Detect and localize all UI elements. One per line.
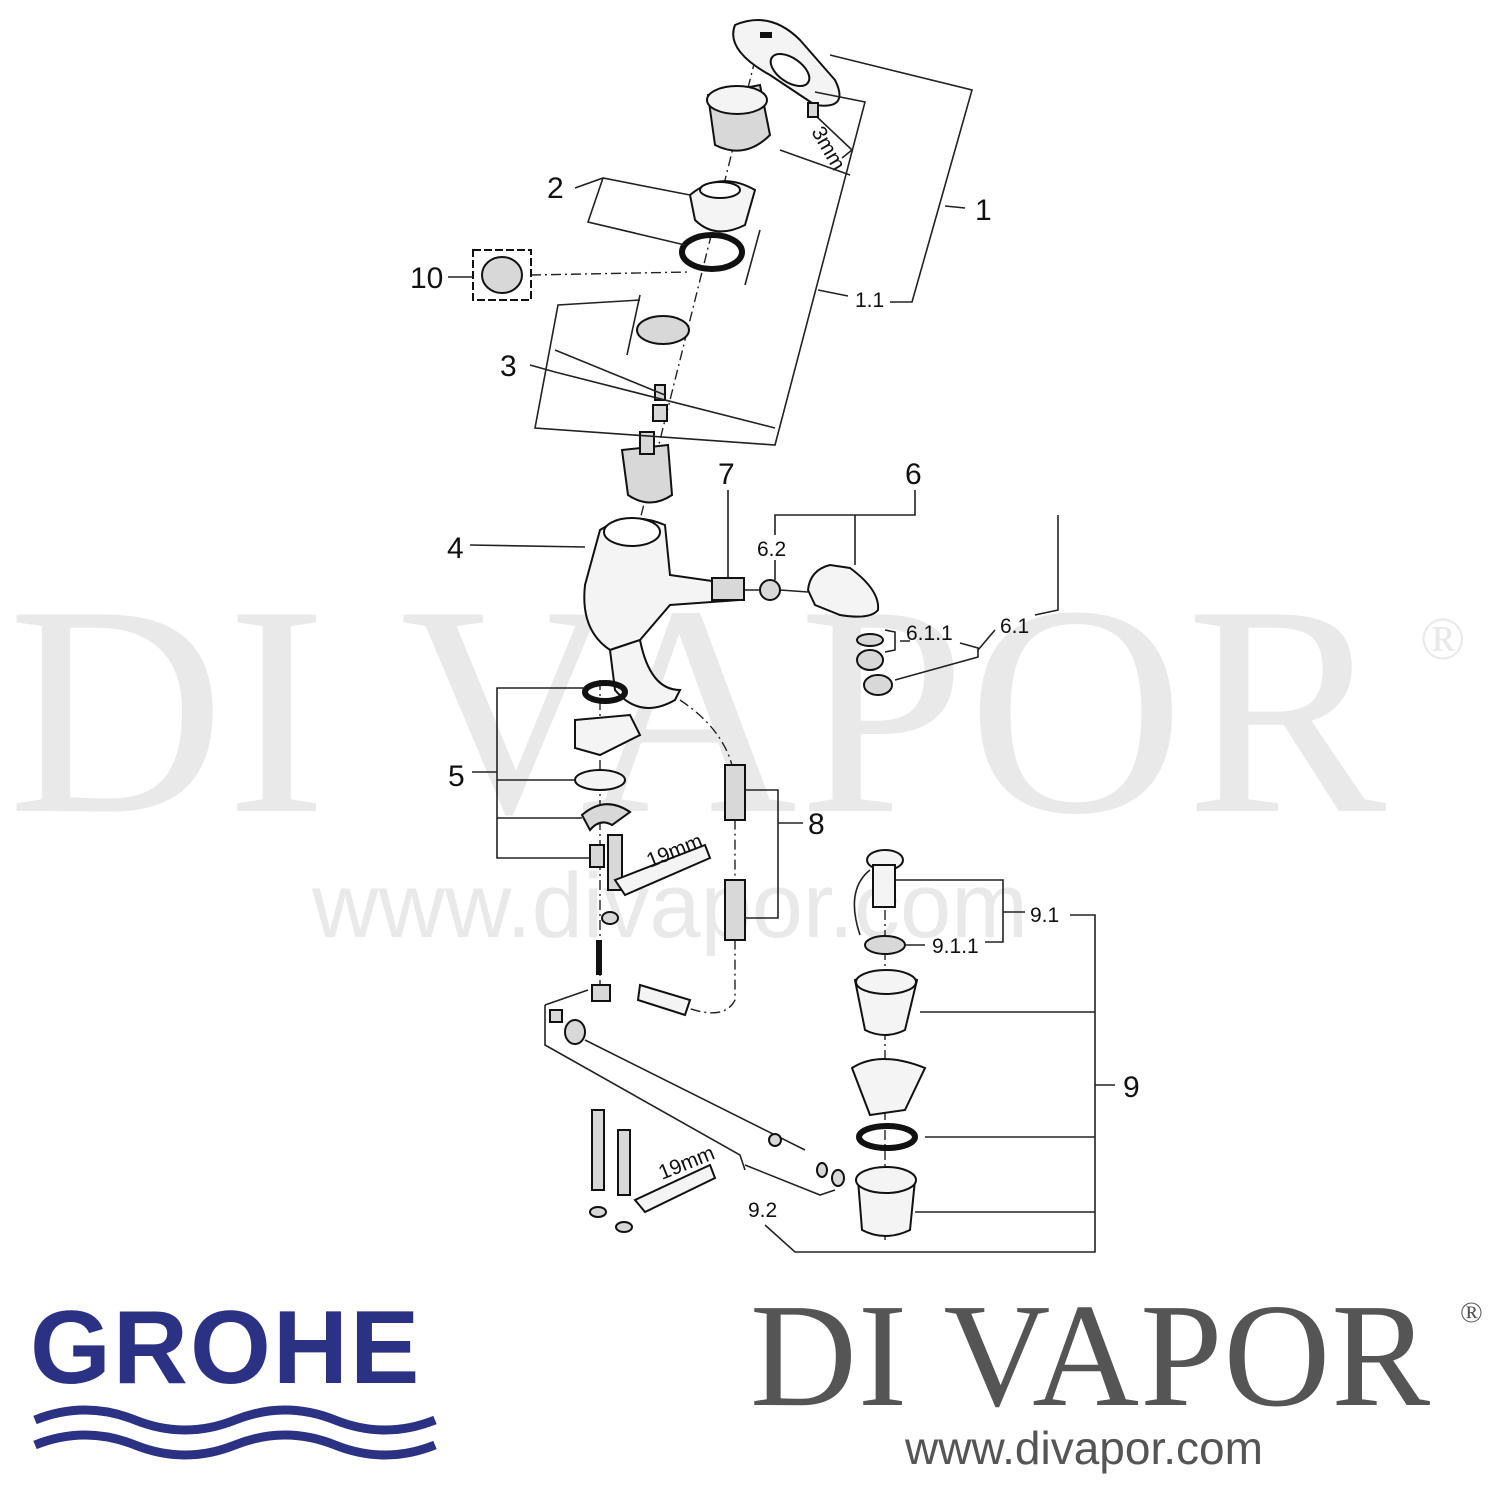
- callout-lines: [448, 54, 1115, 1253]
- hose-washer: [601, 911, 619, 925]
- drain-plug-stem: [872, 864, 896, 908]
- part-10-knob: [481, 256, 523, 294]
- aerator-housing: [863, 674, 893, 696]
- watermark-brand: DI VAPOR: [8, 544, 1389, 876]
- hose-spring-lower: [724, 879, 746, 941]
- o-ring: [679, 232, 745, 272]
- drain-body: [856, 1179, 917, 1237]
- basin-section: [850, 1058, 927, 1117]
- pivot-rod: [584, 1039, 806, 1151]
- rod-clamp: [591, 984, 611, 1002]
- label-part-9-1: 9.1: [1030, 904, 1059, 927]
- cartridge: [620, 443, 674, 504]
- spout-cap: [806, 563, 880, 618]
- base-washer: [574, 769, 626, 791]
- label-part-7: 7: [718, 458, 735, 491]
- plug-seal: [864, 935, 906, 955]
- hose-spring-upper: [724, 764, 746, 821]
- flex-hose-left: [591, 1109, 605, 1191]
- label-part-6: 6: [905, 458, 922, 491]
- label-part-6-2: 6.2: [757, 538, 786, 561]
- grohe-waves-icon: [33, 1405, 437, 1460]
- pivot-seal: [816, 1162, 828, 1178]
- hose-connector: [636, 983, 692, 1017]
- adapter: [652, 404, 668, 422]
- flex-hose-upper: [607, 834, 623, 891]
- brand-url: www.divapor.com: [905, 1422, 1263, 1474]
- fixing-bolt: [589, 844, 605, 868]
- lift-rod: [596, 940, 602, 975]
- aerator-screen: [856, 649, 884, 671]
- label-part-1-1: 1.1: [855, 289, 884, 312]
- mixer-body: [583, 517, 741, 709]
- label-part-1: 1: [975, 194, 992, 227]
- cover-cap: [706, 83, 772, 152]
- label-part-8: 8: [808, 808, 825, 841]
- flex-hose-right: [617, 1129, 631, 1196]
- label-part-6-1-1: 6.1.1: [906, 622, 953, 645]
- clamp-plate: [580, 803, 632, 832]
- label-part-6-1: 6.1: [1000, 615, 1029, 638]
- stud-right: [744, 229, 761, 286]
- spout-insert: [759, 579, 781, 601]
- dome-part: [688, 180, 757, 233]
- label-part-2: 2: [547, 172, 564, 205]
- aerator-holder: [711, 577, 745, 601]
- handle-lever: [732, 19, 841, 107]
- label-part-3: 3: [500, 350, 517, 383]
- label-part-5: 5: [448, 760, 465, 793]
- ball-nut: [564, 1019, 586, 1045]
- brand-logo: DI VAPOR: [750, 1274, 1432, 1438]
- retaining-nut: [636, 315, 690, 345]
- watermark-registered: ®: [1420, 606, 1466, 672]
- grohe-logo: GROHE: [30, 1290, 422, 1406]
- wrench-upper-icon: [613, 843, 712, 897]
- label-part-4: 4: [447, 532, 464, 565]
- label-part-9: 9: [1123, 1071, 1140, 1104]
- aerator-washer: [856, 633, 884, 647]
- rotate-arrow-icon: [853, 869, 871, 936]
- pivot-nut: [831, 1169, 845, 1187]
- label-part-9-2: 9.2: [748, 1199, 777, 1222]
- drain-gasket: [856, 1123, 918, 1151]
- base-o-ring: [582, 680, 628, 704]
- brand-registered-mark: ®: [1460, 1296, 1483, 1329]
- label-part-10: 10: [410, 262, 443, 295]
- exploded-parts-diagram: 3mm 19mm: [410, 19, 1140, 1253]
- stud-left: [626, 294, 641, 356]
- countertop-section: [574, 713, 642, 757]
- wrench-lower-icon: [633, 1163, 717, 1214]
- label-part-9-1-1: 9.1.1: [932, 935, 979, 958]
